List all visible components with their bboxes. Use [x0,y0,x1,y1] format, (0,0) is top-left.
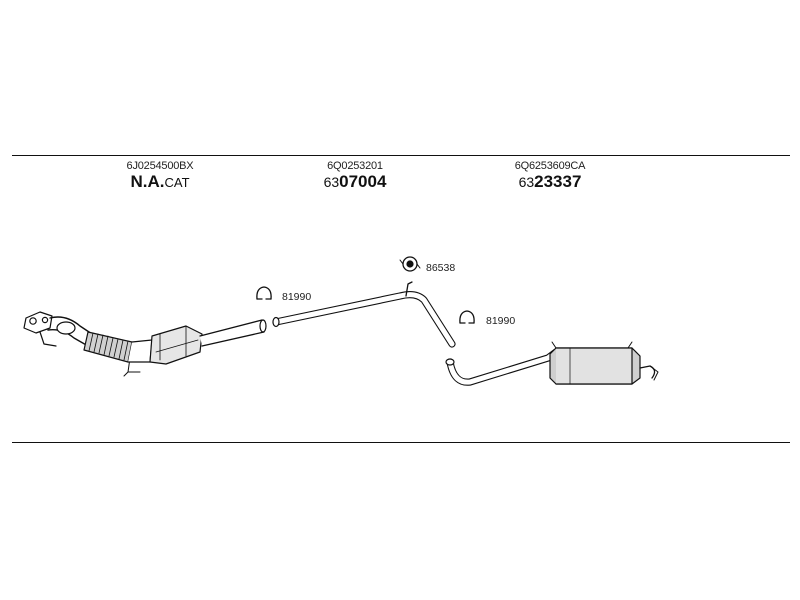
part-number: 6323337 [518,172,582,191]
part-number: N.A.CAT [130,172,190,191]
bottom-divider [12,442,790,443]
part-number: 6307004 [323,172,387,191]
oe-number: 6J0254500BX [126,160,194,172]
catalytic-converter-drawing [23,311,267,377]
oe-number: 6Q0253201 [327,160,383,172]
mount-label: 86538 [426,262,456,274]
part-label-rear-silencer: 6Q6253609CA 6323337 [490,160,610,191]
clamp-icon [459,310,475,324]
clamp-label: 81990 [282,291,312,303]
rubber-mount-icon [399,256,421,272]
part-label-middle-pipe: 6Q0253201 6307004 [295,160,415,191]
part-label-catalytic-converter: 6J0254500BX N.A.CAT [100,160,220,192]
oe-number: 6Q6253609CA [514,160,586,172]
middle-pipe-drawing [272,281,456,348]
clamp-icon [256,286,272,300]
clamp-label: 81990 [486,315,516,327]
rear-silencer-drawing [445,341,659,386]
top-divider [12,155,790,156]
